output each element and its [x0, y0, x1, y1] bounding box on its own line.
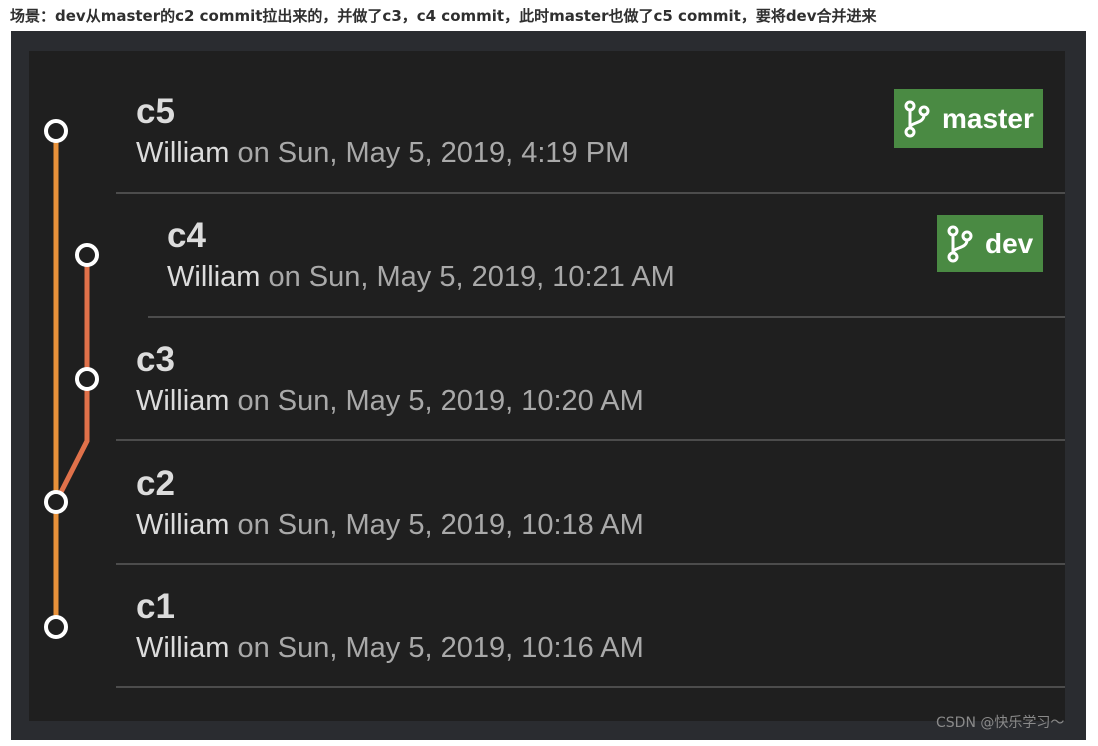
commit-meta: William on Sun, May 5, 2019, 10:21 AM	[167, 263, 675, 292]
commit-date: on Sun, May 5, 2019, 10:16 AM	[229, 632, 644, 664]
dev-branch-line	[53, 255, 90, 504]
commit-graph	[44, 119, 99, 639]
commit-node-c4[interactable]	[75, 243, 99, 267]
commit-node-c2[interactable]	[44, 490, 68, 514]
row-divider	[148, 316, 1065, 318]
commit-row-c5[interactable]: c5 William on Sun, May 5, 2019, 4:19 PM	[136, 94, 629, 168]
commit-author: William	[136, 509, 230, 541]
commit-message: c1	[136, 587, 175, 626]
row-divider	[116, 563, 1065, 565]
row-divider	[116, 192, 1065, 194]
git-branch-icon	[904, 100, 930, 138]
commit-message: c5	[136, 92, 175, 131]
branch-tag-label: master	[942, 102, 1034, 134]
commit-node-c5[interactable]	[44, 119, 68, 143]
row-divider	[116, 439, 1065, 441]
commit-meta: William on Sun, May 5, 2019, 10:20 AM	[136, 387, 644, 416]
commit-message: c2	[136, 464, 175, 503]
commit-date: on Sun, May 5, 2019, 10:18 AM	[229, 509, 644, 541]
branch-tag-dev[interactable]: dev	[937, 215, 1043, 272]
commit-date: on Sun, May 5, 2019, 4:19 PM	[229, 137, 630, 169]
commit-node-c1[interactable]	[44, 615, 68, 639]
commit-meta: William on Sun, May 5, 2019, 10:18 AM	[136, 511, 644, 540]
caption: 场景：dev从master的c2 commit拉出来的，并做了c3，c4 com…	[10, 7, 877, 25]
commit-row-c1[interactable]: c1 William on Sun, May 5, 2019, 10:16 AM	[136, 589, 644, 663]
commit-date: on Sun, May 5, 2019, 10:21 AM	[260, 261, 675, 293]
branch-tag-master[interactable]: master	[894, 89, 1043, 148]
commit-message: c4	[167, 216, 206, 255]
commit-row-c3[interactable]: c3 William on Sun, May 5, 2019, 10:20 AM	[136, 342, 644, 416]
row-divider	[116, 686, 1065, 688]
commit-author: William	[136, 137, 230, 169]
commit-date: on Sun, May 5, 2019, 10:20 AM	[229, 385, 644, 417]
watermark: CSDN @快乐学习～	[936, 715, 1065, 731]
commit-node-c3[interactable]	[75, 367, 99, 391]
commit-message: c3	[136, 340, 175, 379]
commit-row-c4[interactable]: c4 William on Sun, May 5, 2019, 10:21 AM	[167, 218, 675, 292]
commit-row-c2[interactable]: c2 William on Sun, May 5, 2019, 10:18 AM	[136, 466, 644, 540]
commit-author: William	[136, 632, 230, 664]
branch-tag-label: dev	[985, 227, 1034, 259]
git-branch-icon	[947, 225, 973, 263]
commit-history-panel: c5 William on Sun, May 5, 2019, 4:19 PM …	[29, 51, 1065, 721]
commit-author: William	[167, 261, 261, 293]
commit-meta: William on Sun, May 5, 2019, 4:19 PM	[136, 139, 629, 168]
commit-author: William	[136, 385, 230, 417]
commit-meta: William on Sun, May 5, 2019, 10:16 AM	[136, 634, 644, 663]
